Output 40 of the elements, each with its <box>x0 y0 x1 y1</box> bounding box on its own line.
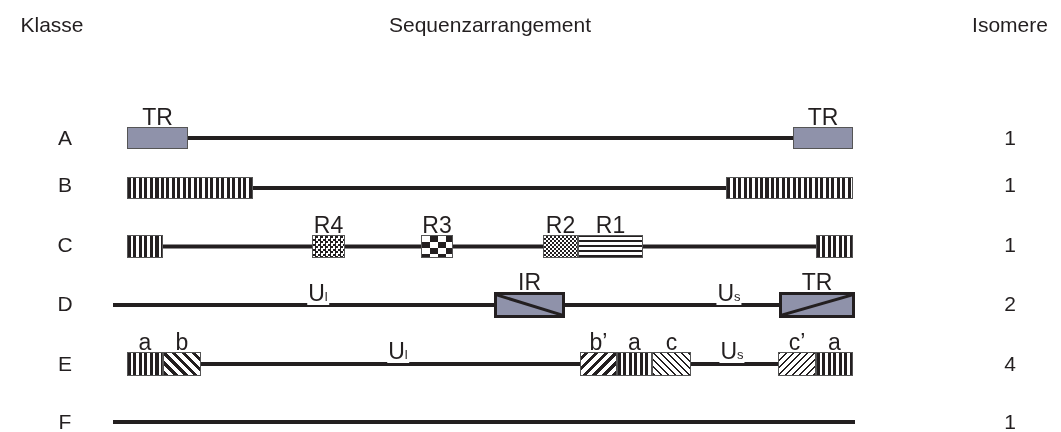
segment-label: a <box>628 331 641 354</box>
class-letter: F <box>58 411 72 432</box>
segment-label: TR <box>807 106 839 129</box>
genome-line <box>345 244 421 249</box>
segment-label: TR <box>801 271 833 294</box>
genome-line <box>113 303 494 307</box>
column-header: Sequenzarrangement <box>389 14 591 35</box>
segment-label: IR <box>518 271 541 294</box>
column-header: Isomere <box>972 14 1048 35</box>
class-letter: E <box>58 353 72 374</box>
isomer-count: 1 <box>1004 411 1016 432</box>
class-letter: D <box>57 293 73 314</box>
genome-line <box>565 303 779 307</box>
class-letter: A <box>58 127 72 148</box>
genome-line <box>163 244 312 249</box>
segment-label: R2 <box>545 214 576 237</box>
class-letter: C <box>57 234 73 255</box>
segment-label: a <box>138 331 152 354</box>
isomer-count: 1 <box>1004 234 1016 255</box>
segment-label: R3 <box>422 214 452 237</box>
isomer-count: 1 <box>1004 174 1016 195</box>
segment-label: b <box>175 331 189 354</box>
segment-label: R4 <box>313 214 344 237</box>
genome-line <box>188 136 793 140</box>
segment-label: c <box>665 331 678 354</box>
isomer-count: 2 <box>1004 293 1016 314</box>
column-header: Klasse <box>20 14 84 35</box>
segment-label: TR <box>142 106 173 129</box>
genome-line <box>253 186 726 190</box>
segment-label: R1 <box>595 214 626 237</box>
segment-label: b’ <box>589 331 608 354</box>
genome-line <box>643 244 816 249</box>
isomer-count: 4 <box>1004 353 1016 374</box>
genome-line <box>201 362 580 366</box>
genome-line <box>691 362 778 366</box>
segment-label: c’ <box>788 331 806 354</box>
isomer-count: 1 <box>1004 127 1016 148</box>
class-letter: B <box>58 174 72 195</box>
genome-line <box>453 244 543 249</box>
segment-label: a <box>828 331 841 354</box>
